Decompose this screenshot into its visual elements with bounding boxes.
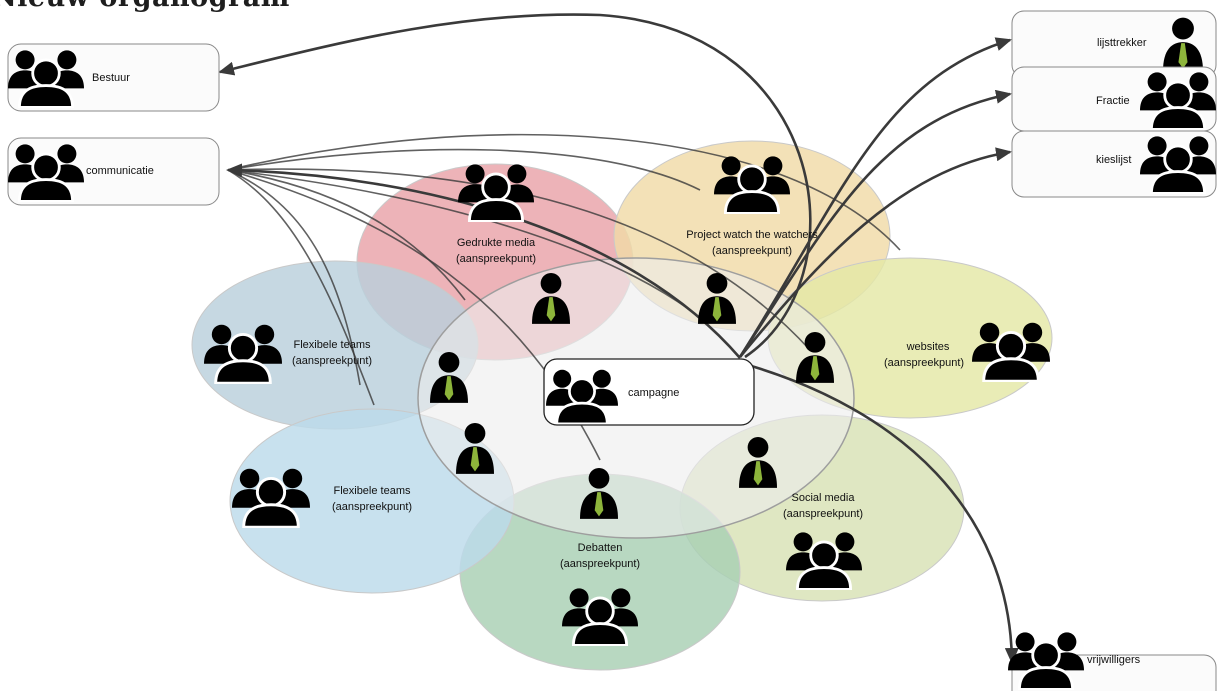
flexibele-teams-bottom-sub: (aanspreekpunt)	[332, 501, 412, 513]
gedrukte-media-sub: (aanspreekpunt)	[456, 253, 536, 265]
kieslijst-group-icon	[1140, 134, 1216, 194]
arrow-to-fractie	[738, 89, 1012, 358]
websites-label: websites	[906, 341, 950, 353]
arrow-to-bestuur	[218, 13, 812, 359]
lijsttrekker-label: lijsttrekker	[1097, 37, 1147, 49]
campagne-label: campagne	[628, 387, 679, 399]
social-media-label: Social media	[792, 492, 856, 504]
line-communicatie-websites	[227, 133, 901, 251]
vrijwilligers-group-icon	[1008, 630, 1084, 690]
project-watch-sub: (aanspreekpunt)	[712, 245, 792, 257]
line-campagne-websites	[227, 168, 811, 351]
social-media-group-icon	[786, 530, 862, 590]
websites-sub: (aanspreekpunt)	[884, 357, 964, 369]
communicatie-label: communicatie	[86, 165, 154, 177]
page-title: Nieuw organogram	[0, 0, 290, 13]
bestuur-group-icon	[8, 48, 84, 108]
fractie-group-icon	[1140, 70, 1216, 130]
bestuur-box: Bestuur	[7, 43, 220, 112]
lijsttrekker-box: lijsttrekker	[1011, 10, 1217, 78]
debatten-label: Debatten	[578, 542, 623, 554]
communicatie-group-icon	[8, 142, 84, 202]
gedrukte-media-group-icon	[458, 162, 534, 222]
line-communicatie-social	[227, 169, 691, 311]
gedrukte-media-label: Gedrukte media	[457, 237, 536, 249]
fractie-box: Fractie	[1011, 66, 1217, 132]
fractie-label: Fractie	[1096, 95, 1130, 107]
flexibele-teams-bottom-group-icon	[232, 467, 310, 528]
kieslijst-box: kieslijst	[1011, 130, 1217, 198]
project-watch-label: Project watch the watchers	[686, 229, 818, 241]
bestuur-label: Bestuur	[92, 72, 130, 84]
project-watch-group-icon	[714, 154, 790, 214]
social-media-sub: (aanspreekpunt)	[783, 508, 863, 520]
websites-group-icon	[972, 321, 1050, 382]
debatten-sub: (aanspreekpunt)	[560, 558, 640, 570]
flexibele-teams-top-label: Flexibele teams	[293, 339, 371, 351]
line-communicatie-gedrukte	[227, 169, 466, 301]
vrijwilligers-box: vrijwilligers	[1008, 630, 1217, 691]
line-communicatie-flex-b	[227, 169, 375, 406]
flexibele-teams-top-group-icon	[204, 323, 282, 384]
line-communicatie-project	[227, 148, 701, 191]
arrow-to-vrijwilligers	[747, 363, 1019, 664]
arrow-to-lijsttrekker	[738, 37, 1012, 358]
communicatie-box: communicatie	[7, 137, 220, 206]
vrijwilligers-label: vrijwilligers	[1087, 654, 1141, 666]
arrows	[218, 13, 1019, 664]
arrow-to-kieslijst	[738, 147, 1012, 358]
campagne-box: campagne	[543, 358, 755, 426]
debatten-group-icon	[562, 586, 638, 646]
flexibele-teams-bottom-label: Flexibele teams	[333, 485, 411, 497]
line-communicatie-flex-a	[227, 169, 361, 386]
campagne-group-icon	[546, 368, 618, 424]
flexibele-teams-top-sub: (aanspreekpunt)	[292, 355, 372, 367]
kieslijst-label: kieslijst	[1096, 154, 1131, 166]
